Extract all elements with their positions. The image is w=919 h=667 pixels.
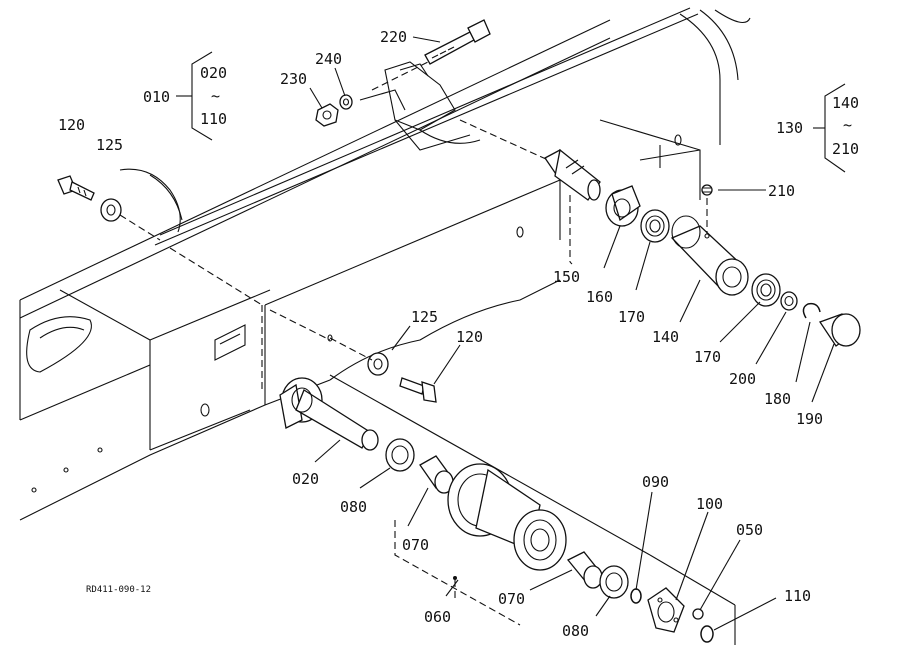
label-240: 240 xyxy=(315,50,342,68)
bearing-080-upper xyxy=(385,438,415,472)
group-brace-130 xyxy=(813,83,846,173)
snap-ring-180 xyxy=(802,302,821,319)
roller-140 xyxy=(670,198,749,296)
callout-labels: 220 240 230 010 020 ~ 110 120 125 130 14… xyxy=(58,28,859,640)
label-125-lower: 125 xyxy=(411,308,438,326)
bearing-170-upper xyxy=(640,209,670,243)
label-group2-tilde: ~ xyxy=(843,116,852,134)
label-200: 200 xyxy=(729,370,756,388)
label-170-lower: 170 xyxy=(694,348,721,366)
bushing-070-upper xyxy=(419,455,454,494)
label-180: 180 xyxy=(764,390,791,408)
label-group1-bottom: 110 xyxy=(200,110,227,128)
end-cover-100 xyxy=(647,587,685,633)
washer-125-upper xyxy=(100,198,122,222)
label-210: 210 xyxy=(768,182,795,200)
label-020: 020 xyxy=(292,470,319,488)
label-070-upper: 070 xyxy=(402,536,429,554)
plug-050 xyxy=(692,608,704,620)
label-125-upper: 125 xyxy=(96,136,123,154)
label-070-lower: 070 xyxy=(498,590,525,608)
label-group2-top: 140 xyxy=(832,94,859,112)
label-050: 050 xyxy=(736,521,763,539)
group-brace-010 xyxy=(176,51,213,141)
diagram-code: RD411-090-12 xyxy=(86,585,151,595)
label-090: 090 xyxy=(642,473,669,491)
roller-guide-lines xyxy=(169,247,736,645)
washer-200 xyxy=(780,291,798,311)
shaft-020 xyxy=(279,377,379,451)
bearing-170-lower xyxy=(751,273,781,307)
o-ring-110 xyxy=(700,625,714,643)
label-group1-tilde: ~ xyxy=(211,87,220,105)
washer-125-lower xyxy=(367,352,389,376)
label-010: 010 xyxy=(143,88,170,106)
label-220: 220 xyxy=(380,28,407,46)
track-frame xyxy=(19,7,751,521)
label-230: 230 xyxy=(280,70,307,88)
label-120-upper: 120 xyxy=(58,116,85,134)
label-190: 190 xyxy=(796,410,823,428)
label-100: 100 xyxy=(696,495,723,513)
label-170-upper: 170 xyxy=(618,308,645,326)
label-160: 160 xyxy=(586,288,613,306)
o-ring-090 xyxy=(630,588,642,604)
label-060: 060 xyxy=(424,608,451,626)
collar-160 xyxy=(605,185,641,227)
leader-lines xyxy=(309,36,835,631)
bushing-070-lower xyxy=(566,551,603,589)
label-group1-top: 020 xyxy=(200,64,227,82)
plug-210 xyxy=(701,184,713,196)
label-130: 130 xyxy=(776,119,803,137)
shaft-150 xyxy=(459,119,601,262)
bolt-120-upper xyxy=(57,175,95,201)
bearing-080-lower xyxy=(599,565,629,599)
bolt-220 xyxy=(371,19,491,91)
nut-230 xyxy=(315,103,339,127)
label-150: 150 xyxy=(553,268,580,286)
label-120-lower: 120 xyxy=(456,328,483,346)
track-roller-060 xyxy=(447,463,567,571)
label-080-lower: 080 xyxy=(562,622,589,640)
label-110: 110 xyxy=(784,587,811,605)
cap-190 xyxy=(819,313,861,347)
bolt-120-lower xyxy=(399,377,437,403)
washer-240 xyxy=(339,94,353,110)
label-080-upper: 080 xyxy=(340,498,367,516)
label-group2-bottom: 210 xyxy=(832,140,859,158)
label-140: 140 xyxy=(652,328,679,346)
